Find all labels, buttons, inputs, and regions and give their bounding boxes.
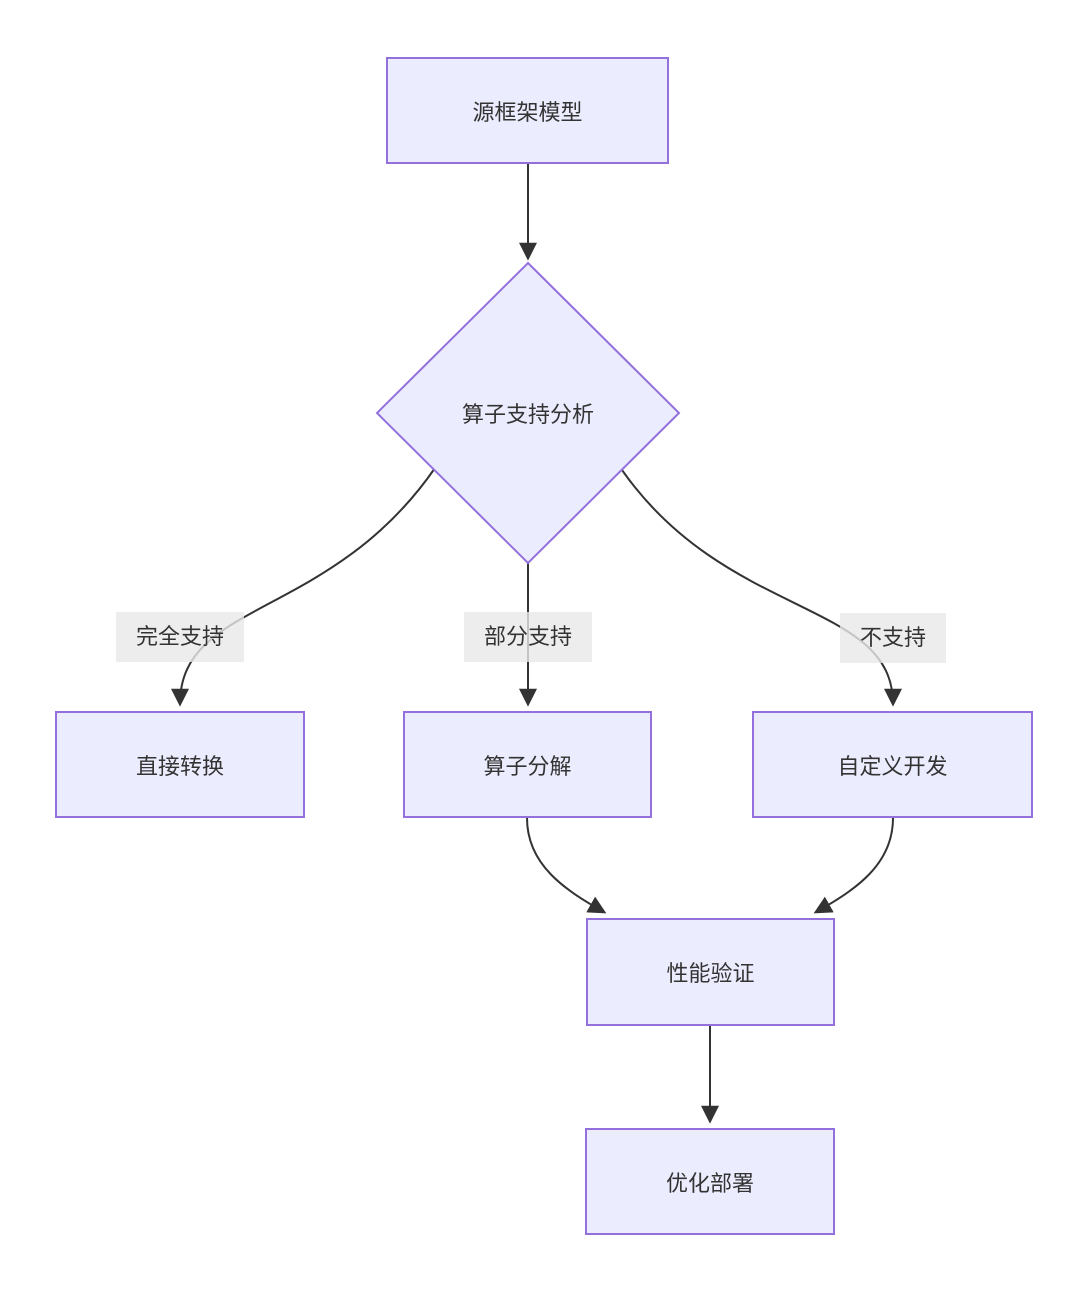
node-performance-verification: 性能验证: [586, 918, 835, 1026]
edge-analysis-custom: [621, 469, 902, 707]
node-performance-verification-label: 性能验证: [666, 961, 755, 986]
node-operator-analysis-label: 算子支持分析: [461, 402, 595, 427]
node-optimized-deployment-label: 优化部署: [665, 1170, 754, 1196]
node-source-model: 源框架模型: [386, 57, 669, 164]
node-custom-development-label: 自定义开发: [837, 753, 948, 779]
node-optimized-deployment: 优化部署: [585, 1128, 835, 1235]
edge-label-full-support: 完全支持: [115, 612, 245, 662]
edge-decompose-perf: [526, 817, 607, 914]
node-source-model-label: 源框架模型: [472, 99, 583, 125]
node-direct-conversion-label: 直接转换: [135, 753, 224, 779]
node-custom-development: 自定义开发: [752, 711, 1033, 818]
edge-custom-perf: [813, 817, 894, 914]
node-operator-decomposition: 算子分解: [403, 711, 652, 818]
edge-analysis-direct: [171, 467, 436, 707]
edge-label-partial-support: 部分支持: [463, 612, 593, 662]
node-operator-decomposition-label: 算子分解: [483, 753, 572, 779]
edge-label-no-support: 不支持: [839, 613, 947, 663]
decision-diamond-shape: [375, 261, 681, 565]
node-direct-conversion: 直接转换: [55, 711, 305, 818]
